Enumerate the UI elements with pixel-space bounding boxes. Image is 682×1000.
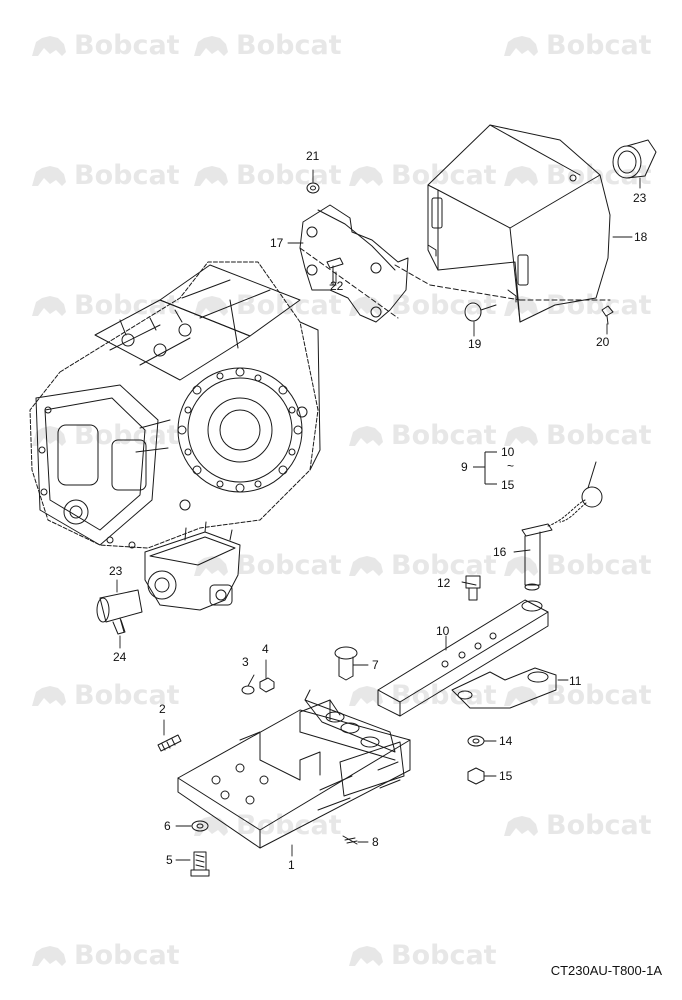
range-first: 10	[501, 445, 515, 459]
range-last: 15	[501, 478, 515, 492]
callout-7: 7	[372, 658, 379, 672]
callout-12: 12	[437, 576, 451, 590]
shield-cover-part-17	[394, 124, 611, 323]
range-callout-9: 9 10 ~ 15	[461, 443, 531, 495]
bolt-part-5	[190, 851, 210, 877]
callout-16: 17	[270, 236, 284, 250]
nut-part-20	[306, 182, 320, 194]
callout-6: 6	[164, 819, 171, 833]
cap-part-22	[612, 139, 657, 179]
washer-part-3	[241, 685, 255, 695]
stud-part-2	[157, 734, 182, 752]
bolt-part-12	[465, 575, 481, 601]
bolt-part-21	[326, 257, 344, 286]
callout-21: 22	[330, 279, 344, 293]
callout-13: 14	[499, 734, 513, 748]
range-separator: ~	[507, 459, 515, 473]
nut-part-4	[259, 677, 275, 693]
callout-1: 1	[288, 858, 295, 872]
range-bracket	[473, 451, 497, 485]
cover-plate-part-16	[299, 204, 409, 323]
washer-part-6	[191, 820, 209, 832]
nut-part-14	[467, 767, 485, 785]
drawbar-part-10	[377, 599, 549, 717]
callout-11: 11	[569, 674, 582, 688]
callout-17: 18	[634, 230, 648, 244]
leader-lines	[116, 169, 641, 861]
washer-part-13	[467, 735, 485, 747]
callout-10: 10	[436, 624, 450, 638]
callout-4: 4	[262, 642, 269, 656]
callout-9: 9	[461, 460, 468, 474]
callout-19: 20	[596, 335, 610, 349]
callout-18: 19	[468, 337, 482, 351]
drawbar-bracket-part-1	[177, 689, 411, 849]
drawing-code: CT230AU-T800-1A	[550, 963, 662, 978]
callout-2: 2	[159, 702, 166, 716]
clevis-part-11	[451, 667, 557, 709]
callout-14: 15	[499, 769, 513, 783]
callout-22: 23	[633, 191, 647, 205]
callout-5: 5	[166, 853, 173, 867]
sensor-part-23	[96, 589, 143, 635]
transmission-housing	[29, 261, 321, 549]
callout-24: 24	[113, 650, 127, 664]
knob-part-18	[464, 302, 497, 322]
pin-part-7	[334, 646, 358, 681]
drawbar-pin-part-15	[521, 461, 603, 591]
hitch-casting	[144, 521, 241, 611]
screw-part-19	[601, 305, 614, 325]
callout-23: 23	[109, 564, 123, 578]
callout-8: 8	[372, 835, 379, 849]
callout-20: 21	[306, 149, 320, 163]
spring-pin-part-8	[342, 835, 358, 845]
callout-3: 3	[242, 655, 249, 669]
callout-15: 16	[493, 545, 507, 559]
